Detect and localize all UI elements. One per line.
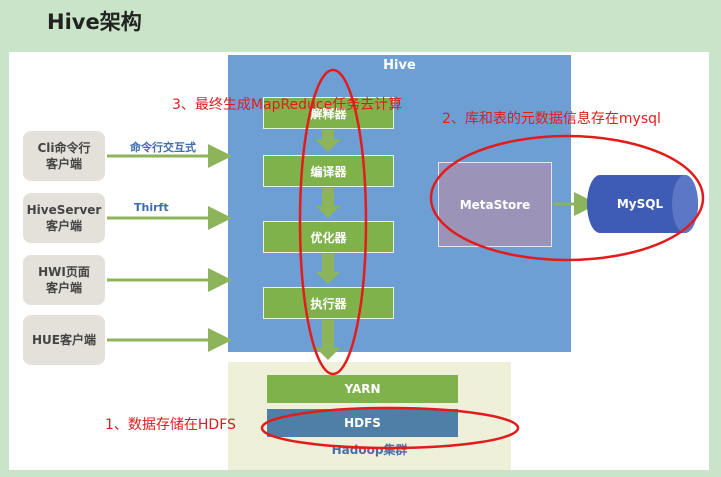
mysql-cylinder: MySQL	[587, 175, 698, 233]
annotation-hdfs: 1、数据存储在HDFS	[105, 417, 236, 433]
arrow-label-thrift: Thirft	[134, 201, 169, 214]
page-title: Hive架构	[47, 10, 142, 34]
annotation-mapreduce: 3、最终生成MapReduce任务去计算	[172, 97, 403, 113]
step-executor: 执行器	[263, 287, 394, 319]
yarn-bar: YARN	[267, 375, 458, 403]
annotation-mysql: 2、库和表的元数据信息存在mysql	[442, 111, 661, 127]
client-hue: HUE客户端	[23, 315, 105, 365]
mysql-label: MySQL	[617, 197, 664, 211]
highlight-ellipse-metastore	[429, 134, 705, 262]
client-hwi: HWI页面 客户端	[23, 255, 105, 305]
step-optimizer: 优化器	[263, 221, 394, 253]
flow-arrows	[316, 130, 340, 360]
highlight-ellipse-hdfs	[260, 406, 520, 450]
arrow-label-cli: 命令行交互式	[130, 141, 196, 154]
client-hiveserver: HiveServer 客户端	[23, 193, 105, 243]
highlight-ellipse-flow	[298, 68, 368, 376]
client-cli: Cli命令行 客户端	[23, 131, 105, 181]
hive-label: Hive	[383, 58, 416, 73]
metastore-box: MetaStore	[438, 162, 552, 247]
step-compiler: 编译器	[263, 155, 394, 187]
step-interpreter: 解释器	[263, 97, 394, 129]
